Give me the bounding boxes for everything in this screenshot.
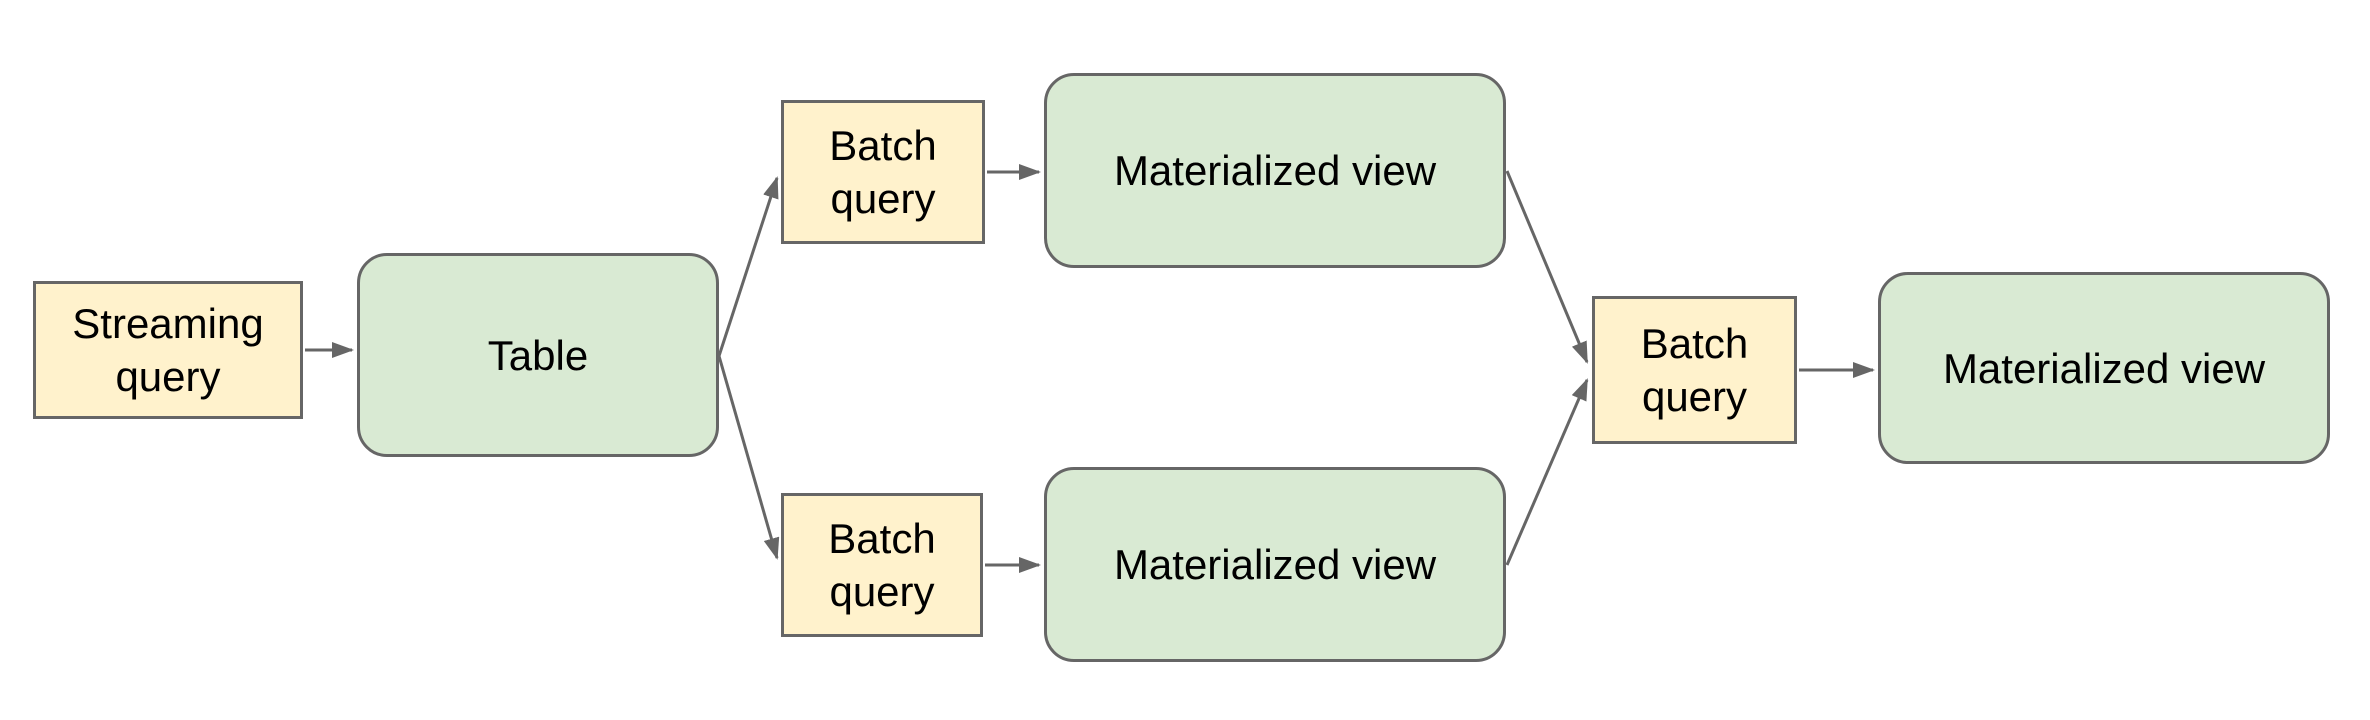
node-materialized-view-top: Materialized view [1044, 73, 1506, 268]
edge-table-to-batch-bottom [717, 355, 780, 560]
node-label-table: Table [487, 331, 589, 379]
node-streaming-query: Streaming query [33, 281, 303, 419]
node-materialized-view-bottom: Materialized view [1044, 467, 1506, 662]
node-label-materialized-view-final: Materialized view [1942, 344, 2266, 392]
edge-lines [305, 164, 1875, 573]
node-label-batch-query-bottom: Batch query [828, 515, 936, 615]
edge-view-bottom-to-batch-merge [1505, 378, 1589, 566]
node-batch-query-bottom: Batch query [781, 493, 983, 637]
node-batch-query-top: Batch query [781, 100, 985, 244]
node-table: Table [357, 253, 719, 457]
node-label-materialized-view-bottom: Materialized view [1113, 541, 1437, 588]
node-batch-query-merge: Batch query [1592, 296, 1797, 444]
node-label-streaming-query: Streaming query [72, 300, 264, 400]
edge-view-top-to-batch-merge [1505, 170, 1589, 364]
node-label-batch-query-merge: Batch query [1640, 320, 1749, 420]
node-label-batch-query-top: Batch query [829, 122, 937, 222]
edge-table-to-batch-top [717, 176, 779, 357]
node-materialized-view-final: Materialized view [1878, 272, 2330, 464]
node-label-materialized-view-top: Materialized view [1113, 147, 1437, 194]
